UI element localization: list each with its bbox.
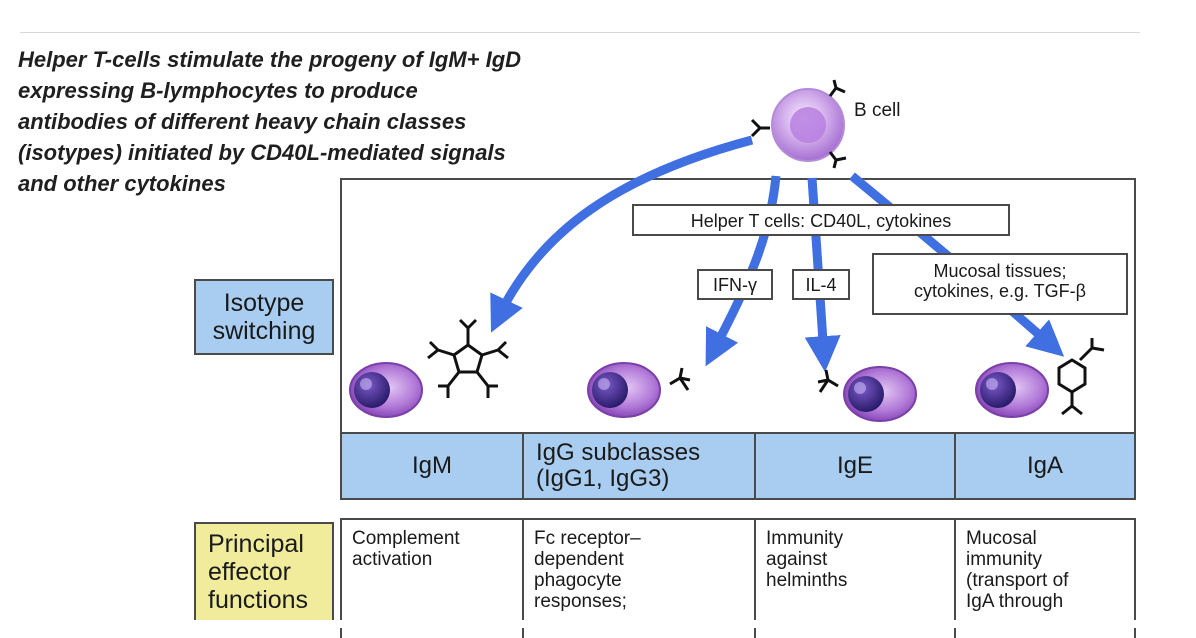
ifn-gamma-box: IFN-γ: [697, 269, 773, 300]
class-label: IgA: [1026, 452, 1064, 479]
iga-dimer-icon: [1057, 338, 1105, 416]
function-text: IgA through: [966, 591, 1064, 612]
heading-line: antibodies of different heavy chain clas…: [18, 109, 467, 134]
ige-antibody-icon: [817, 369, 839, 393]
function-text: immunity: [966, 549, 1043, 570]
isotype-label-line: switching: [212, 317, 316, 345]
plasma-cell-igg-icon: [587, 362, 661, 418]
function-text: activation: [352, 549, 433, 570]
helper-t-cells-box: Helper T cells: CD40L, cytokines: [632, 204, 1010, 236]
isotype-switching-label: Isotype switching: [194, 279, 334, 355]
class-cell-ige: IgE: [756, 434, 956, 498]
function-text: helminths: [766, 570, 848, 591]
function-cell-iga: Mucosal immunity (transport of IgA throu…: [956, 520, 1134, 638]
function-text: Complement: [352, 528, 460, 549]
function-cell-ige: Immunity against helminths: [756, 520, 956, 638]
class-label: IgM: [411, 452, 452, 479]
function-text: phagocyte: [534, 570, 622, 591]
arrow-to-igm: [490, 135, 754, 333]
effector-label-line: effector: [208, 558, 291, 586]
function-text: (transport of: [966, 570, 1069, 591]
function-text: responses;: [534, 591, 627, 612]
function-text: Mucosal: [966, 528, 1037, 549]
mucosal-line: Mucosal tissues;: [933, 261, 1067, 281]
class-cell-iga: IgA: [956, 434, 1134, 498]
effector-label-line: Principal: [208, 530, 304, 558]
function-text: Fc receptor–: [534, 528, 641, 549]
function-text: dependent: [534, 549, 624, 570]
heading-line: expressing B-lymphocytes to produce: [18, 78, 418, 103]
function-text: Immunity: [766, 528, 844, 549]
class-cell-igg: IgG subclasses (IgG1, IgG3): [524, 434, 756, 498]
igg-antibody-icon: [669, 367, 691, 391]
function-cell-igg: Fc receptor– dependent phagocyte respons…: [524, 520, 756, 638]
class-label: IgE: [836, 452, 874, 479]
plasma-cell-ige-icon: [843, 366, 917, 422]
heading-line: and other cytokines: [18, 171, 226, 196]
class-label: IgG subclasses: [536, 439, 701, 466]
isotype-label-line: Isotype: [223, 289, 305, 317]
function-text: against: [766, 549, 828, 570]
antibody-class-row: IgM IgG subclasses (IgG1, IgG3) IgE IgA: [340, 432, 1136, 500]
top-divider: [20, 32, 1140, 33]
igm-pentamer-icon: [427, 318, 509, 398]
plasma-cell-iga-icon: [975, 362, 1049, 418]
il4-box: IL-4: [792, 269, 850, 300]
slide-heading: Helper T-cells stimulate the progeny of …: [18, 44, 698, 199]
effector-function-row: Complement activation Fc receptor– depen…: [340, 518, 1136, 638]
mucosal-line: cytokines, e.g. TGF-β: [913, 281, 1087, 301]
plasma-cell-igm-icon: [349, 362, 423, 418]
bottom-edge: [0, 620, 1196, 628]
function-cell-igm: Complement activation: [342, 520, 524, 638]
principal-effector-functions-label: Principal effector functions: [194, 522, 334, 628]
b-cell-icon: [750, 79, 847, 169]
mucosal-tissues-box: Mucosal tissues; cytokines, e.g. TGF-β: [872, 253, 1128, 315]
class-cell-igm: IgM: [342, 434, 524, 498]
class-label: (IgG1, IgG3): [536, 465, 670, 492]
heading-line: Helper T-cells stimulate the progeny of …: [18, 47, 522, 72]
b-cell-label: B cell: [854, 100, 901, 121]
effector-label-line: functions: [208, 586, 309, 614]
heading-line: (isotypes) initiated by CD40L-mediated s…: [18, 140, 506, 165]
arrow-to-igg: [705, 175, 781, 367]
